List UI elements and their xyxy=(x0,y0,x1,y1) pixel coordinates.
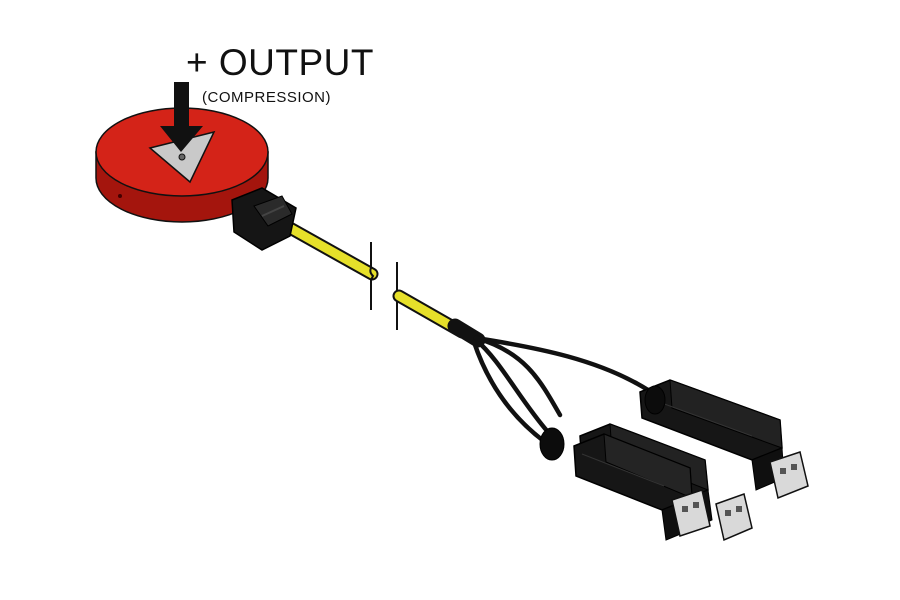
sensor-connector xyxy=(231,187,297,251)
yellow-cable-upper xyxy=(283,221,379,281)
output-label: + OUTPUT xyxy=(186,42,374,83)
usb-connector-front xyxy=(539,427,711,541)
compression-label: (COMPRESSION) xyxy=(202,89,332,106)
cable-break-marks xyxy=(369,242,401,330)
down-arrow-icon xyxy=(160,82,203,152)
split-wires xyxy=(471,335,651,445)
pressure-sensor-puck xyxy=(95,107,269,223)
usb-connector-back xyxy=(639,379,809,500)
